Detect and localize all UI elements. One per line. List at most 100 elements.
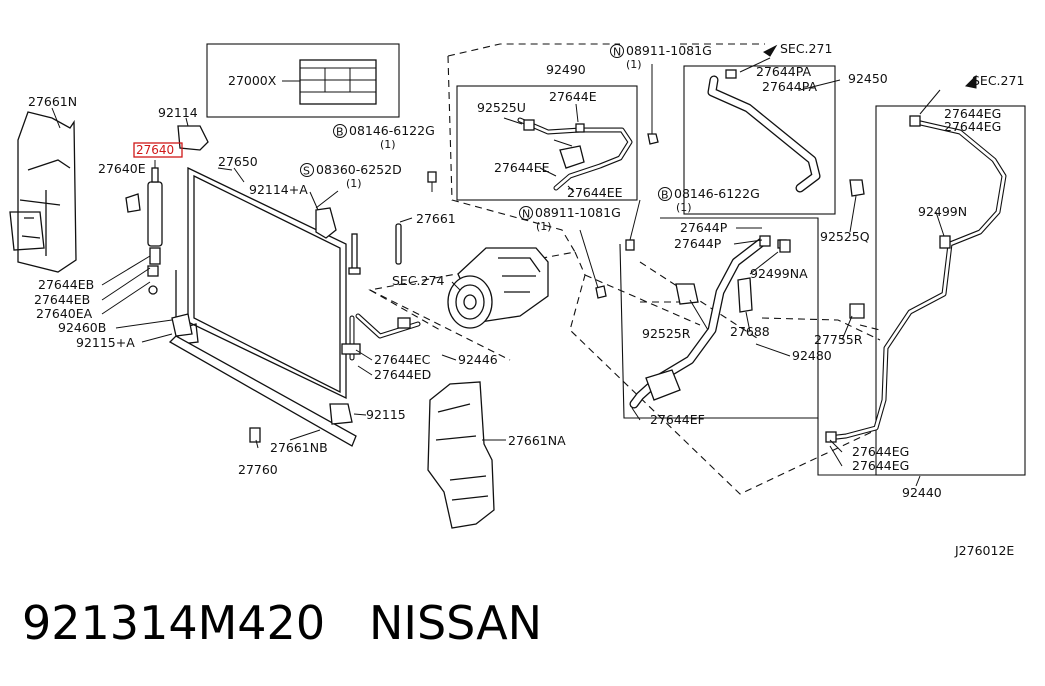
- callout-92480: 92480: [792, 348, 832, 363]
- callout-92525r: 92525R: [642, 326, 691, 341]
- callout-27661n: 27661N: [28, 94, 77, 109]
- callout-27650: 27650: [218, 154, 258, 169]
- callout-27755r: 27755R: [814, 332, 863, 347]
- engine-boundary-link: [369, 289, 441, 331]
- callout-92460b: 92460B: [58, 320, 106, 335]
- hose-92450: [707, 57, 821, 193]
- circled-n-1: N: [610, 44, 624, 59]
- receiver-leaders: [101, 255, 173, 343]
- engine-boundary-top: [447, 43, 620, 57]
- callout-08911-mid-qty: (1): [536, 220, 552, 233]
- label-plate-frame: [206, 43, 400, 118]
- callout-27661na: 27661NA: [508, 433, 566, 448]
- callout-92499na: 92499NA: [750, 266, 808, 281]
- callout-27644eg-2: 27644EG: [944, 119, 1001, 134]
- callout-27760: 27760: [238, 462, 278, 477]
- callout-27688: 27688: [730, 324, 770, 339]
- hose-leaders: [689, 79, 841, 357]
- condenser-leaders: [217, 167, 457, 449]
- bracket-27640e: [125, 193, 141, 213]
- callout-sec271-2: SEC.271: [972, 73, 1024, 88]
- callout-27644eg-1: 27644EG: [944, 106, 1001, 121]
- callout-08360-qty: (1): [346, 177, 362, 190]
- compressor-to-receiver: [584, 274, 701, 326]
- sec271-arrow-2: [964, 74, 977, 89]
- callout-27644pa-2: 27644PA: [762, 79, 818, 94]
- svg-text:N: N: [522, 208, 530, 221]
- callout-sec274: SEC.274: [392, 273, 444, 288]
- callout-27644eb-2: 27644EB: [34, 292, 90, 307]
- pipe-92490: [503, 117, 633, 191]
- callout-92114a: 92114+A: [249, 182, 308, 197]
- nut-08911-a: [647, 64, 659, 145]
- receiver-dryer-27640: [147, 160, 163, 295]
- callout-92115: 92115: [366, 407, 406, 422]
- compressor-sec274: [447, 247, 549, 329]
- callout-27640-highlighted: 27640: [136, 143, 174, 157]
- callout-27661nb: 27661NB: [270, 440, 328, 455]
- callout-27661: 27661: [416, 211, 456, 226]
- clip-27755r: [849, 303, 865, 319]
- svg-text:B: B: [661, 189, 669, 202]
- footer-caption: 921314M420 NISSAN: [22, 596, 542, 650]
- callout-92446: 92446: [458, 352, 498, 367]
- svg-text:B: B: [336, 126, 344, 139]
- engine-boundary-left: [368, 55, 576, 361]
- callout-08360: 08360-6252D: [316, 162, 402, 177]
- callout-92114: 92114: [158, 105, 198, 120]
- part-number: 921314M420: [22, 596, 326, 650]
- bolt-08146-b: [625, 199, 641, 251]
- callout-08146-b: 08146-6122G: [674, 186, 760, 201]
- pipe-92440-frame: [875, 105, 1026, 476]
- pipe-92440-leaders: [631, 211, 945, 487]
- receiver-92525r: [675, 283, 699, 305]
- callout-08911-top: 08911-1081G: [626, 43, 712, 58]
- callout-27644eg-4: 27644EG: [852, 458, 909, 473]
- pipe-92440: [825, 89, 1007, 443]
- highlight-box: [133, 142, 183, 158]
- air-guide-27661na: [427, 381, 506, 529]
- callout-27644p-2: 27644P: [674, 236, 722, 251]
- callout-08146-a: 08146-6122G: [349, 123, 435, 138]
- condenser-27650: [175, 166, 347, 400]
- bracket-92114: [177, 117, 209, 151]
- callout-27640e: 27640E: [98, 161, 146, 176]
- callout-08911-top-qty: (1): [626, 58, 642, 71]
- air-guide-27661n: [9, 107, 77, 273]
- seal-27661nb: [168, 335, 357, 447]
- nut-08911-b: [579, 229, 607, 299]
- clip-27760: [249, 427, 261, 443]
- circled-b-2: B: [658, 187, 672, 202]
- hose-92450-frame: [683, 65, 836, 215]
- callout-27644pa-1: 27644PA: [756, 64, 812, 79]
- callout-27644ee-2: 27644EE: [567, 185, 623, 200]
- callout-sec271-1: SEC.271: [780, 41, 832, 56]
- engine-boundary-right: [569, 251, 877, 495]
- bracket-27688: [737, 277, 753, 313]
- callout-27644ed: 27644ED: [374, 367, 431, 382]
- callout-92525u: 92525U: [477, 100, 526, 115]
- circled-n-2: N: [519, 206, 533, 221]
- bracket-92114a: [309, 191, 337, 239]
- label-plate-27000x: [282, 59, 377, 105]
- diagram-code: J276012E: [954, 543, 1014, 558]
- callout-08911-mid: 08911-1081G: [535, 205, 621, 220]
- callout-27644e: 27644E: [549, 89, 597, 104]
- svg-text:S: S: [303, 165, 310, 178]
- pipe-92440-bottom-frame: [817, 418, 876, 476]
- callout-27644eb-1: 27644EB: [38, 277, 94, 292]
- pipe-92490-leaders: [539, 103, 579, 193]
- high-pressure-pipe-frame: [456, 85, 638, 201]
- brand-name: NISSAN: [368, 596, 543, 650]
- pipe-92446: [341, 313, 421, 361]
- circled-b-1: B: [333, 124, 347, 139]
- callout-92115a: 92115+A: [76, 335, 135, 350]
- callout-27644eg-3: 27644EG: [852, 444, 909, 459]
- sec271-arrow-1: [763, 44, 778, 57]
- callout-92499n: 92499N: [918, 204, 967, 219]
- callout-27640ea: 27640EA: [36, 306, 93, 321]
- circled-s: S: [300, 163, 314, 178]
- callout-08146-a-qty: (1): [380, 138, 396, 151]
